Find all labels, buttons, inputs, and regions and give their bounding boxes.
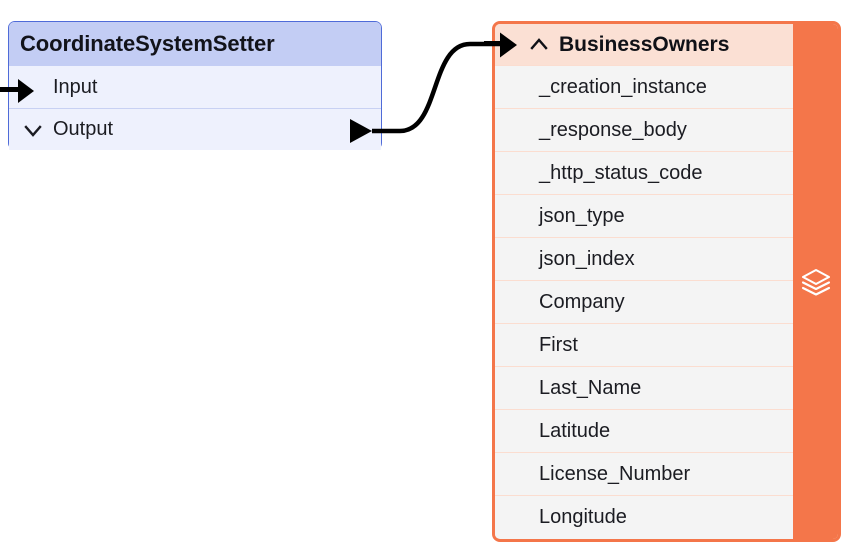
field-label: _http_status_code <box>539 161 703 184</box>
port-arrow-input-icon[interactable] <box>0 76 40 106</box>
field-label: json_index <box>539 247 635 270</box>
field-row[interactable]: _creation_instance <box>495 65 793 108</box>
field-row[interactable]: json_type <box>495 194 793 237</box>
port-arrow-businessowners-input-icon[interactable] <box>484 30 524 60</box>
node-business-owners[interactable]: BusinessOwners _creation_instance _respon… <box>492 21 841 542</box>
field-label: License_Number <box>539 462 691 485</box>
node-coordinate-system-setter[interactable]: CoordinateSystemSetter Input Output <box>8 21 382 150</box>
port-label-input: Input <box>53 75 98 98</box>
field-row[interactable]: Longitude <box>495 495 793 538</box>
field-label: _creation_instance <box>539 75 707 98</box>
field-label: Company <box>539 290 625 313</box>
field-label: Latitude <box>539 419 611 442</box>
chevron-up-icon[interactable] <box>529 35 549 55</box>
chevron-down-icon[interactable] <box>23 121 43 141</box>
node-title: BusinessOwners <box>559 32 730 56</box>
field-row[interactable]: _http_status_code <box>495 151 793 194</box>
field-row[interactable]: json_index <box>495 237 793 280</box>
field-row[interactable]: First <box>495 323 793 366</box>
field-label: json_type <box>539 204 625 227</box>
field-label: Longitude <box>539 505 627 528</box>
field-label: _response_body <box>539 118 687 141</box>
node-header[interactable]: CoordinateSystemSetter <box>9 22 381 66</box>
field-row[interactable]: Last_Name <box>495 366 793 409</box>
field-row[interactable]: Latitude <box>495 409 793 452</box>
port-row-output[interactable]: Output <box>9 108 381 150</box>
port-label-output: Output <box>53 118 114 140</box>
port-row-input[interactable]: Input <box>9 66 381 108</box>
node-sidebar[interactable] <box>793 24 838 539</box>
field-row[interactable]: License_Number <box>495 452 793 495</box>
connection-output-to-businessowners[interactable] <box>372 41 500 134</box>
port-arrow-output-icon[interactable] <box>348 117 378 145</box>
node-title: CoordinateSystemSetter <box>20 31 275 56</box>
field-list: _creation_instance _response_body _http_st… <box>495 65 793 538</box>
node-body: BusinessOwners _creation_instance _respon… <box>495 24 793 539</box>
field-row[interactable]: _response_body <box>495 108 793 151</box>
field-label: First <box>539 333 578 356</box>
field-label: Last_Name <box>539 376 642 399</box>
node-header[interactable]: BusinessOwners <box>495 24 793 65</box>
field-row[interactable]: Company <box>495 280 793 323</box>
layers-icon[interactable] <box>801 267 831 297</box>
